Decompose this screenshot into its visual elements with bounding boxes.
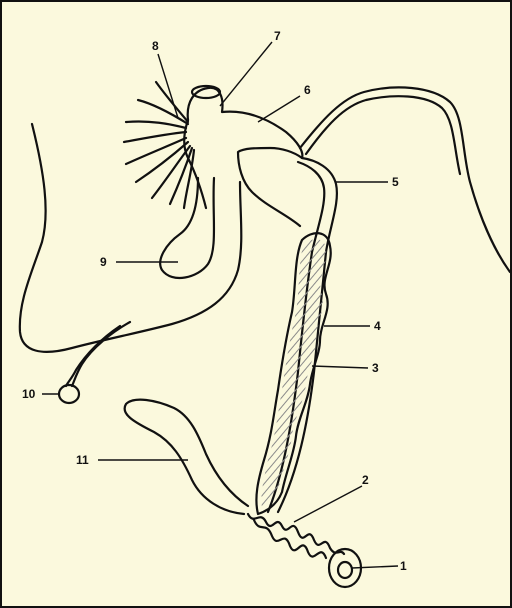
label-6: 6 — [304, 83, 311, 97]
leader-3 — [312, 366, 368, 368]
label-2: 2 — [362, 473, 369, 487]
leader-7 — [220, 42, 272, 106]
label-1: 1 — [400, 559, 407, 573]
coil-2-lower — [254, 520, 326, 558]
label-10: 10 — [22, 387, 36, 401]
right-body-outline — [300, 87, 510, 272]
duct-10 — [72, 322, 130, 386]
label-8: 8 — [152, 39, 159, 53]
leader-2 — [294, 486, 362, 522]
leader-1 — [352, 566, 398, 568]
label-7: 7 — [274, 29, 281, 43]
gland-4-hatch — [261, 239, 326, 508]
coil-2 — [248, 514, 344, 554]
label-3: 3 — [372, 361, 379, 375]
label-5: 5 — [392, 175, 399, 189]
right-body-outline-inner — [306, 96, 460, 174]
left-body-outline — [20, 124, 241, 352]
terminal-bulb-10 — [59, 385, 79, 403]
label-11: 11 — [76, 453, 89, 467]
tufts-8 — [124, 82, 194, 208]
label-9: 9 — [100, 255, 107, 269]
label-4: 4 — [374, 319, 381, 333]
bulb-1-inner — [338, 562, 352, 578]
leader-6 — [258, 96, 300, 122]
sac-11 — [125, 400, 248, 514]
